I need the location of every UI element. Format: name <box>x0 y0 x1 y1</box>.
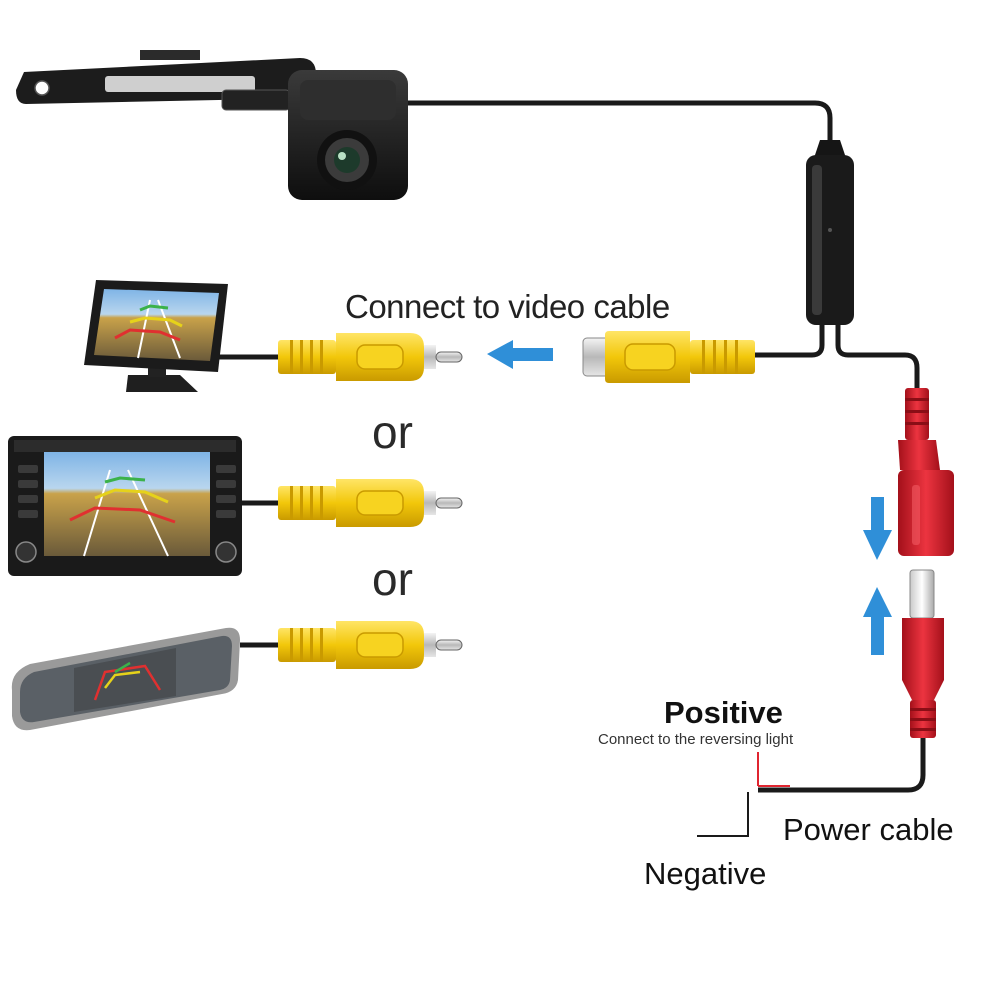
split-cables <box>755 322 920 390</box>
left-arrow-icon <box>487 340 553 369</box>
rca-plug-mirror <box>278 621 463 669</box>
power-cable-line <box>758 735 926 793</box>
rearview-mirror-monitor-icon <box>11 627 241 731</box>
rca-jack-camera <box>582 331 755 383</box>
rca-plug-head-unit <box>278 479 463 527</box>
video-cable-label: Connect to video cable <box>345 288 670 325</box>
or-label-2: or <box>372 553 413 605</box>
device-cables <box>215 354 282 648</box>
positive-label: Positive <box>664 695 783 730</box>
up-arrow-icon <box>863 587 892 655</box>
dashboard-monitor-icon <box>84 280 228 392</box>
down-arrow-icon <box>863 497 892 560</box>
dvd-head-unit-icon <box>8 436 242 576</box>
dc-female-connector <box>898 388 954 556</box>
dc-male-connector <box>902 569 944 738</box>
inline-control-box <box>806 140 854 325</box>
camera-cable <box>402 100 833 143</box>
negative-label: Negative <box>644 856 767 891</box>
lead-wires <box>697 752 790 837</box>
rca-plug-monitor <box>278 333 463 381</box>
or-label-1: or <box>372 406 413 458</box>
power-cable-label: Power cable <box>783 812 954 847</box>
rear-view-camera-icon <box>16 50 408 200</box>
positive-note: Connect to the reversing light <box>598 731 794 748</box>
